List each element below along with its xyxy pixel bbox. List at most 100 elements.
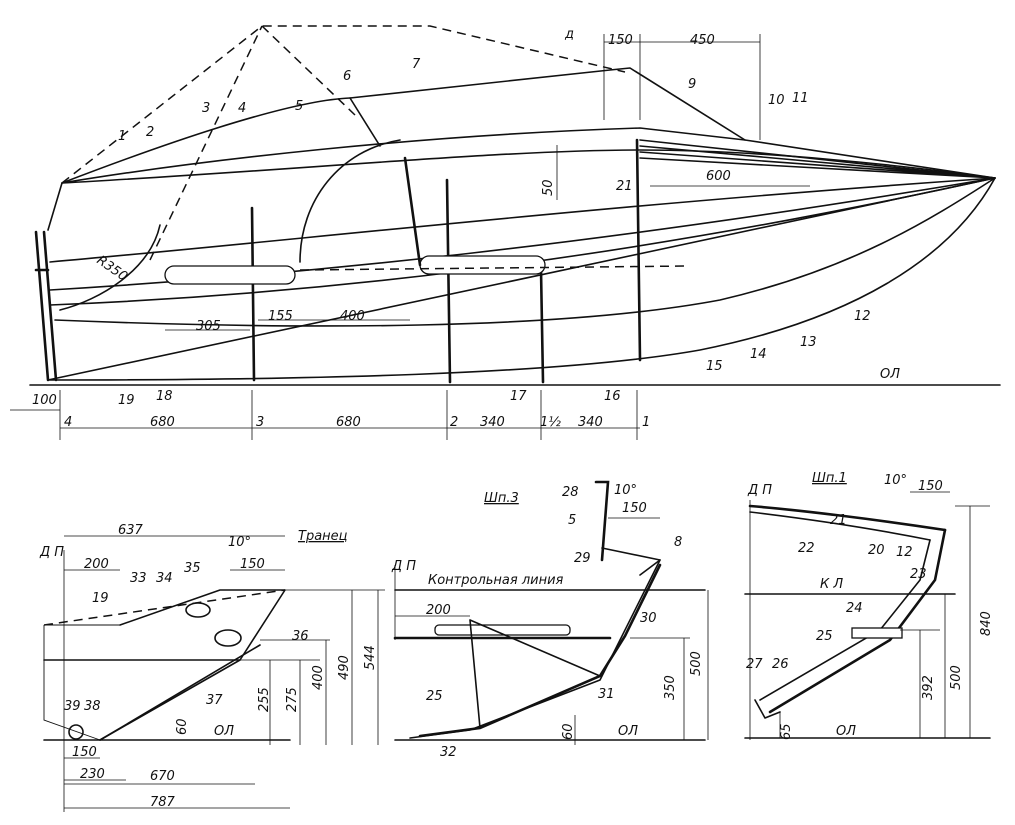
stringer-mid bbox=[49, 177, 996, 306]
part-4: 4 bbox=[238, 101, 246, 116]
side-view: R350 1 2 3 4 5 6 7 9 10 11 12 13 14 15 1… bbox=[10, 25, 1001, 440]
transom-plate bbox=[99, 589, 286, 741]
frame1-title: Шп.1 bbox=[812, 471, 847, 486]
frame1-part-27: 27 bbox=[746, 657, 763, 672]
transom-dim-150: 150 bbox=[240, 557, 265, 572]
keel-line bbox=[47, 177, 996, 381]
seat-back bbox=[403, 156, 422, 267]
frame1-part-12: 12 bbox=[896, 545, 913, 560]
frame1-view: Шп.1 Д П К Л 22 21 20 12 23 24 25 27 26 … bbox=[744, 471, 994, 740]
transom-part-19: 19 bbox=[92, 591, 109, 606]
part-9: 9 bbox=[688, 77, 696, 92]
cockpit-arc bbox=[299, 139, 401, 263]
hull-bottom-line bbox=[47, 177, 996, 381]
part-14: 14 bbox=[750, 347, 767, 362]
part-1: 1 bbox=[118, 129, 126, 144]
frame3-part-25: 25 bbox=[426, 689, 443, 704]
transom-dim-544: 544 bbox=[363, 645, 378, 670]
frame3-dim-60: 60 bbox=[561, 723, 576, 740]
frame1-dim-500: 500 bbox=[949, 665, 964, 690]
transom-dp: Д П bbox=[39, 545, 64, 560]
gunwale-bands bbox=[639, 139, 996, 179]
transom-part-35: 35 bbox=[184, 561, 201, 576]
dim-150-top: 150 bbox=[608, 33, 633, 48]
frame1-part-21: 21 bbox=[830, 513, 847, 528]
frame1-dp: Д П bbox=[747, 483, 772, 498]
frame3-control-line: Контрольная линия bbox=[428, 573, 564, 588]
transom-dim-lines bbox=[63, 535, 385, 812]
frame1-dim-840: 840 bbox=[979, 611, 994, 636]
part-11: 11 bbox=[792, 91, 809, 106]
transom-part-34: 34 bbox=[156, 571, 173, 586]
frame3-seat bbox=[434, 624, 571, 636]
frame1-angle: 10° bbox=[884, 473, 907, 488]
frame3-part-28: 28 bbox=[562, 485, 579, 500]
transom-part-39: 39 bbox=[64, 699, 81, 714]
frame1-kl: К Л bbox=[820, 577, 843, 592]
part-19: 19 bbox=[118, 393, 135, 408]
frame-4 bbox=[250, 206, 256, 382]
transom-dim-490: 490 bbox=[337, 655, 352, 680]
transom-angle: 10° bbox=[228, 535, 251, 550]
frame3-part-32: 32 bbox=[440, 745, 457, 760]
frame-1-half bbox=[539, 268, 545, 384]
dim-680-a: 680 bbox=[150, 415, 175, 430]
cabin-dash-2 bbox=[149, 25, 356, 261]
part-2: 2 bbox=[146, 125, 154, 140]
frame1-baseline-label: ОЛ bbox=[836, 724, 856, 739]
transom-dim-787: 787 bbox=[150, 795, 176, 810]
frame1-side-inner bbox=[759, 539, 931, 701]
frame1-deck-lower bbox=[749, 511, 931, 541]
part-15: 15 bbox=[706, 359, 723, 374]
frame1-part-25: 25 bbox=[816, 629, 833, 644]
cabin-roof bbox=[61, 97, 351, 184]
frame1-dim-150: 150 bbox=[918, 479, 943, 494]
frame3-dim-500: 500 bbox=[689, 651, 704, 676]
frame3-dim-150: 150 bbox=[622, 501, 647, 516]
cockpit-floor bbox=[299, 265, 691, 271]
dim-600: 600 bbox=[706, 169, 731, 184]
frame3-dp: Д П bbox=[391, 559, 416, 574]
part-17: 17 bbox=[510, 389, 527, 404]
hull-sheer-line bbox=[47, 127, 996, 231]
frame1-side bbox=[768, 528, 947, 714]
stringer-upper bbox=[49, 177, 996, 263]
transom-hole-36 bbox=[214, 629, 242, 647]
transom-dim-230: 230 bbox=[80, 767, 105, 782]
frame-label-1half: 1½ bbox=[540, 415, 561, 430]
cabin-dash bbox=[61, 25, 626, 184]
seat-rear bbox=[164, 265, 296, 285]
baseline-label-side: ОЛ bbox=[880, 367, 900, 382]
part-3: 3 bbox=[202, 101, 210, 116]
frame3-windshield bbox=[594, 480, 610, 562]
frame3-part-31: 31 bbox=[598, 687, 615, 702]
frame-label-3: 3 bbox=[256, 415, 264, 430]
dim-155: 155 bbox=[268, 309, 293, 324]
frame1-dim-392: 392 bbox=[921, 675, 936, 700]
transom-dim-150b: 150 bbox=[72, 745, 97, 760]
frame3-part-30: 30 bbox=[640, 611, 657, 626]
part-10: 10 bbox=[768, 93, 785, 108]
frame1-part-22: 22 bbox=[798, 541, 815, 556]
part-21: 21 bbox=[616, 179, 633, 194]
part-16: 16 bbox=[604, 389, 621, 404]
frame1-deck bbox=[748, 504, 947, 532]
frame3-baseline-label: ОЛ bbox=[618, 724, 638, 739]
transom-dim-670: 670 bbox=[150, 769, 175, 784]
deck-line bbox=[61, 149, 996, 184]
frame1-dim-65: 65 bbox=[779, 723, 794, 740]
windshield bbox=[349, 67, 746, 147]
frame3-part-5: 5 bbox=[568, 513, 576, 528]
frame3-dim-350: 350 bbox=[663, 675, 678, 700]
transom-dash bbox=[43, 589, 286, 626]
frame1-part-26: 26 bbox=[772, 657, 789, 672]
frame3-dim-200: 200 bbox=[426, 603, 451, 618]
frame1-dim-lines bbox=[749, 491, 990, 740]
dim-340-b: 340 bbox=[578, 415, 603, 430]
transom-part-38: 38 bbox=[84, 699, 101, 714]
transom-hole-39 bbox=[68, 724, 84, 740]
part-5: 5 bbox=[295, 99, 303, 114]
transom-dim-275: 275 bbox=[285, 687, 300, 712]
transom-title: Транец bbox=[298, 529, 348, 544]
